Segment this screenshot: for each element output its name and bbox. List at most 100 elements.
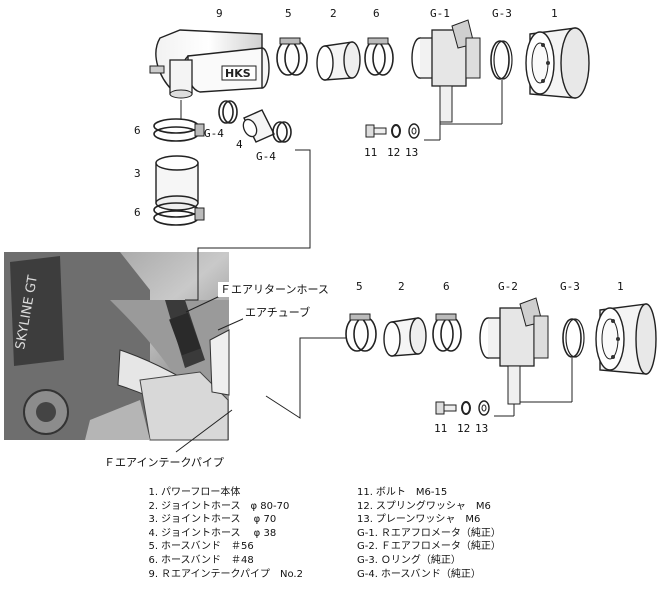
legend-item: 5.ホースバンド ＃56 (146, 540, 303, 554)
legend-item: 12.スプリングワッシャ M6 (357, 500, 501, 514)
legend-item-code: 9. (148, 568, 158, 580)
callout-9: 9 (216, 7, 223, 20)
legend-item-text: プレーンワッシャ M6 (375, 514, 481, 526)
callout-3: 3 (134, 167, 141, 180)
legend-item-text: ホースバンド ＃56 (161, 541, 254, 553)
legend-item-code: 2. (148, 500, 158, 512)
legend-item-code: G-3. (357, 554, 378, 566)
power-flow-part-1-top (525, 27, 590, 99)
legend-item: 3.ジョイントホース φ 70 (146, 513, 303, 527)
callout-6-left-upper: 6 (134, 124, 141, 137)
callout-6-top: 6 (373, 7, 380, 20)
callout-numbers: 9 5 2 6 G-1 G-3 1 6 G-4 4 G-4 3 6 11 12 … (134, 7, 624, 435)
callout-g3-top: G-3 (492, 7, 512, 20)
legend-item-code: G-1. (357, 527, 378, 539)
joint-hose-part-2-bottom (383, 317, 427, 357)
callout-g4-b: G-4 (256, 150, 276, 163)
callout-6-left-lower: 6 (134, 206, 141, 219)
callout-11-bottom: 11 (434, 422, 447, 435)
callout-13-bottom: 13 (475, 422, 488, 435)
callout-g3-bottom: G-3 (560, 280, 580, 293)
callout-12-top: 12 (387, 146, 400, 159)
hose-band-part-5-bottom (345, 313, 377, 352)
legend-item-code: 4. (148, 527, 158, 539)
callout-12-bottom: 12 (457, 422, 470, 435)
legend-item: G-2.Ｆエアフロメータ（純正） (357, 540, 501, 554)
legend-item: G-4.ホースバンド（純正） (357, 568, 501, 582)
o-ring-g3-top (490, 40, 513, 80)
airflow-meter-g1 (411, 19, 481, 123)
callout-1-top: 1 (551, 7, 558, 20)
callout-11-top: 11 (364, 146, 377, 159)
legend-item: 4.ジョイントホース φ 38 (146, 527, 303, 541)
bolt-part-11-top (365, 124, 387, 138)
joint-hose-part-4 (242, 109, 275, 143)
legend-item-code: 11. (357, 487, 373, 498)
callout-1-bottom: 1 (617, 280, 624, 293)
callout-g1: G-1 (430, 7, 450, 20)
callout-2-top: 2 (330, 7, 337, 20)
o-ring-g3-bottom (562, 318, 585, 358)
callout-g4-a: G-4 (204, 127, 224, 140)
legend-item: 13.プレーンワッシャ M6 (357, 513, 501, 527)
hose-band-part-6-upper-left (153, 118, 205, 142)
legend-item: 6.ホースバンド ＃48 (146, 554, 303, 568)
legend-item-text: ホースバンド ＃48 (161, 554, 254, 566)
legend-item-text: ホースバンド（純正） (380, 568, 481, 580)
bolt-part-11-bottom (435, 401, 457, 415)
legend-item-code: 3. (148, 514, 158, 526)
callout-6-bottom: 6 (443, 280, 450, 293)
legend-item: G-1.Ｒエアフロメータ（純正） (357, 527, 501, 541)
legend-item-code: 13. (357, 514, 373, 526)
legend-item-text: ボルト M6-15 (375, 487, 448, 498)
joint-hose-part-2-top (316, 41, 361, 81)
spring-washer-part-12-top (391, 124, 401, 138)
legend-item-code: 6. (148, 554, 158, 566)
callout-5-bottom: 5 (356, 280, 363, 293)
legend-item: G-3.Ｏリング（純正） (357, 554, 501, 568)
legend-item-code: G-2. (357, 541, 378, 553)
airflow-meter-g2 (479, 297, 549, 405)
label-intake-pipe: Ｆエアインテークパイプ (104, 456, 224, 469)
top-leader-lines (180, 80, 503, 301)
legend-item-text: Ｒエアインテークパイプ No.2 (161, 568, 303, 580)
legend-item-text: ジョイントホース φ 38 (161, 527, 277, 539)
hose-band-part-6-lower-left (153, 202, 205, 226)
legend-item-code: 5. (148, 541, 158, 553)
legend-item: 1.パワーフロー本体 (146, 486, 303, 500)
hose-band-g4-a (218, 100, 238, 124)
spring-washer-part-12-bottom (461, 401, 471, 415)
joint-hose-part-3 (155, 155, 199, 211)
legend-item-code: G-4. (357, 568, 378, 580)
callout-2-bottom: 2 (398, 280, 405, 293)
hose-band-part-5-top (276, 37, 308, 76)
photo-labels: Ｆエアリターンホース エアチューブ Ｆエアインテークパイプ (104, 282, 338, 469)
hose-band-part-6-bottom (432, 313, 462, 352)
legend-item: 2.ジョイントホース φ 80-70 (146, 500, 303, 514)
plain-washer-part-13-bottom (478, 400, 490, 416)
hose-band-g4-b (272, 121, 292, 143)
hose-band-part-6-top (364, 37, 394, 76)
label-air-tube: エアチューブ (245, 305, 310, 319)
engine-bay-photo: SKYLINE GT (4, 252, 230, 441)
legend-item-text: Ｒエアフロメータ（純正） (380, 527, 501, 539)
legend-item-code: 12. (357, 500, 373, 512)
plain-washer-part-13-top (408, 123, 420, 139)
hks-brand-text: HKS (225, 67, 251, 80)
legend-item-text: ジョイントホース φ 80-70 (161, 500, 290, 512)
legend-item-text: Ｏリング（純正） (380, 554, 461, 566)
legend-item-text: Ｆエアフロメータ（純正） (380, 541, 501, 553)
legend-item-text: ジョイントホース φ 70 (161, 514, 277, 526)
callout-4: 4 (236, 138, 243, 151)
callout-13-top: 13 (405, 146, 418, 159)
legend-item: 11.ボルト M6-15 (357, 486, 501, 500)
callout-g2: G-2 (498, 280, 518, 293)
bottom-leader-lines (175, 295, 573, 453)
legend-item: 9.Ｒエアインテークパイプ No.2 (146, 568, 303, 582)
power-flow-part-1-bottom (595, 303, 657, 375)
intake-pipe-part-9: HKS (149, 29, 270, 99)
legend-item-code: 1. (148, 487, 158, 498)
